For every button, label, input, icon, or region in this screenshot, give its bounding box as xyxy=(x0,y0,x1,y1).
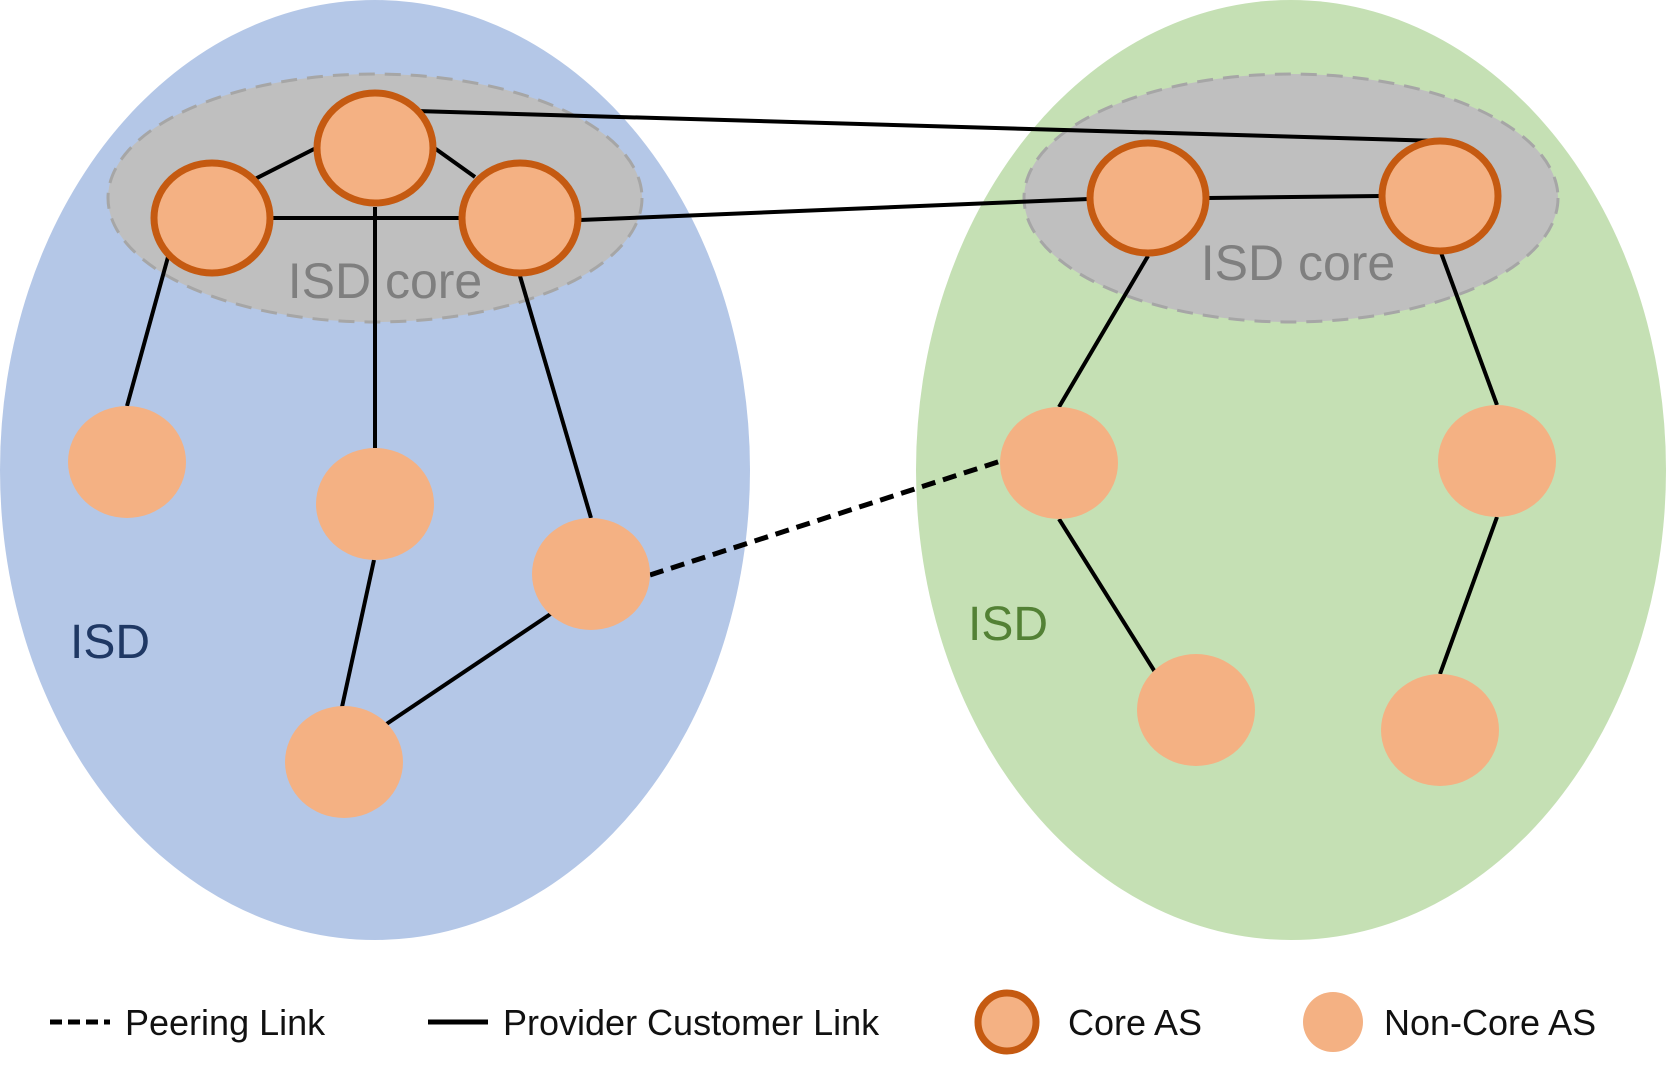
legend-non-core-as-label: Non-Core AS xyxy=(1384,1002,1596,1043)
legend-peering-link-label: Peering Link xyxy=(125,1002,326,1043)
isd-label-right: ISD xyxy=(968,598,1048,651)
legend-non-core-as-swatch xyxy=(1303,992,1363,1052)
core-link-top xyxy=(415,109,1441,143)
non-core-as-node xyxy=(285,706,403,818)
core-as-node xyxy=(150,159,274,277)
provider-customer-link xyxy=(1438,249,1499,406)
provider-customer-link xyxy=(1057,254,1150,409)
non-core-as-node xyxy=(68,406,186,518)
non-core-as-node xyxy=(532,518,650,630)
isd-core-label-right: ISD core xyxy=(1201,235,1396,291)
isd-core-label-left: ISD core xyxy=(288,253,483,309)
core-link-middle xyxy=(579,197,1090,222)
legend: Peering Link Provider Customer Link Core… xyxy=(50,989,1596,1055)
core-as-node xyxy=(313,89,437,207)
non-core-as-node xyxy=(1137,654,1255,766)
non-core-as-nodes xyxy=(68,405,1556,818)
non-core-as-node xyxy=(1000,407,1118,519)
links-left-isd xyxy=(125,145,593,727)
provider-customer-link xyxy=(431,145,477,179)
legend-core-as-label: Core AS xyxy=(1068,1002,1202,1043)
provider-customer-link xyxy=(1057,517,1157,674)
provider-customer-link xyxy=(340,559,376,708)
core-as-node xyxy=(1086,139,1210,257)
links-inter-isd xyxy=(415,109,1441,222)
provider-customer-link xyxy=(383,611,554,727)
non-core-as-node xyxy=(1381,674,1499,786)
links-right-isd xyxy=(1057,194,1499,675)
core-as-node xyxy=(1378,137,1502,255)
legend-core-as-swatch xyxy=(974,989,1040,1055)
core-as-nodes xyxy=(150,89,1502,277)
provider-customer-link xyxy=(252,145,319,182)
legend-provider-customer-link-label: Provider Customer Link xyxy=(503,1002,880,1043)
provider-customer-link xyxy=(1207,194,1382,200)
isd-label-left: ISD xyxy=(70,616,150,669)
provider-customer-link xyxy=(518,275,593,519)
provider-customer-link xyxy=(1438,516,1499,675)
peering-link xyxy=(649,457,1005,578)
core-as-node xyxy=(458,159,582,277)
provider-customer-link xyxy=(125,256,170,407)
non-core-as-node xyxy=(1438,405,1556,517)
non-core-as-node xyxy=(316,448,434,560)
